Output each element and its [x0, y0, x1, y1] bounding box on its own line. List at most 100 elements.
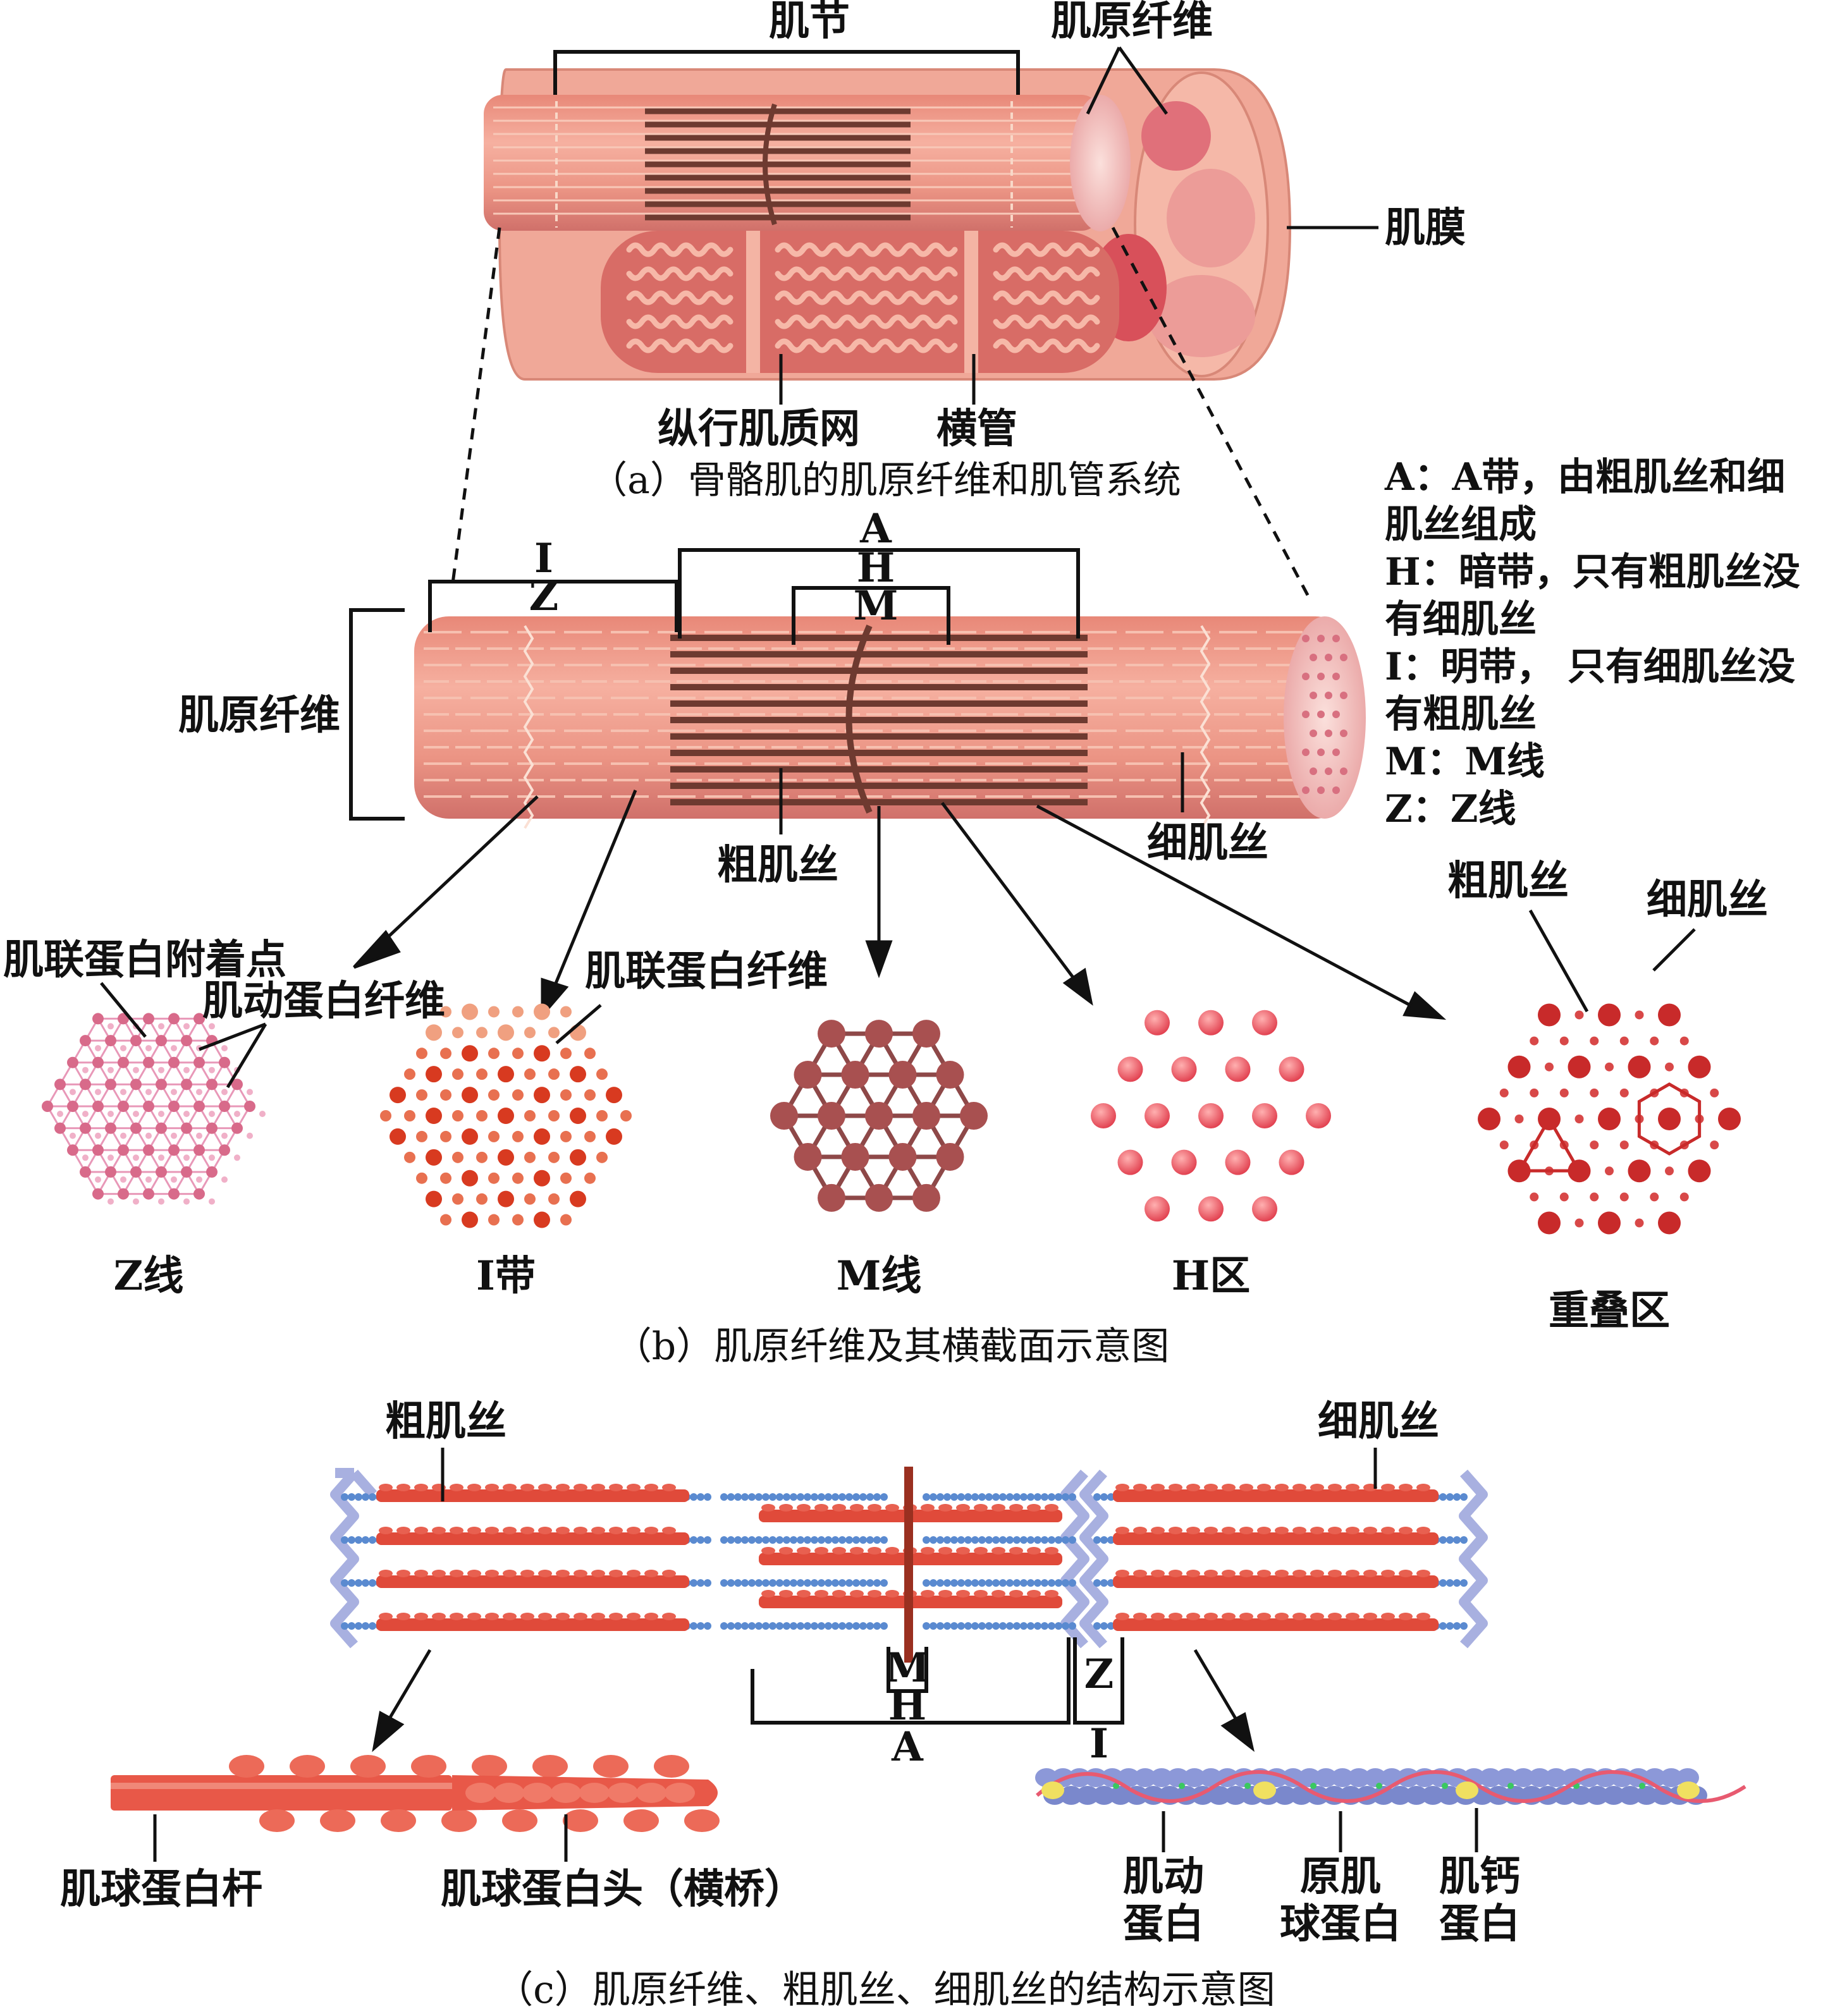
actin-bead: [1453, 1536, 1461, 1544]
actin-bead: [999, 1622, 1007, 1630]
m-node: [912, 1020, 940, 1048]
actin-bead: [992, 1622, 1000, 1630]
actin-bead: [1446, 1579, 1454, 1587]
myosin-head: [974, 1504, 988, 1512]
actin-monomer: [1364, 1768, 1387, 1787]
thin-filament-dot: [1574, 1115, 1584, 1123]
actin-bead: [1093, 1622, 1101, 1630]
i-band-dot: [416, 1130, 427, 1142]
i-band-dot: [560, 1048, 572, 1060]
actin-bead: [936, 1622, 944, 1630]
myosin-head: [1416, 1484, 1430, 1491]
i-band-dot: [560, 1006, 572, 1018]
myosin-head: [1204, 1570, 1218, 1577]
actin-bead: [741, 1493, 749, 1501]
end-dot: [1340, 654, 1347, 661]
actin-bead: [720, 1493, 728, 1501]
myosin-head: [1222, 1484, 1236, 1491]
actin-point: [145, 1045, 152, 1052]
myosin-head: [1346, 1527, 1359, 1534]
actin-bead: [1439, 1579, 1447, 1587]
i-band-dot: [512, 1006, 524, 1018]
z-node: [105, 1166, 116, 1178]
myosin-head: [520, 1613, 534, 1620]
actin-bead: [1041, 1536, 1048, 1544]
actin-bead: [880, 1579, 888, 1587]
actin-bead: [755, 1536, 763, 1544]
actin-bead: [790, 1536, 797, 1544]
actin-bead: [797, 1579, 804, 1587]
z-node: [67, 1144, 78, 1156]
actin-bead: [811, 1493, 818, 1501]
myosin-head: [627, 1570, 641, 1577]
i-band-dot: [452, 1068, 463, 1080]
actin-bead: [1006, 1493, 1014, 1501]
titin-fiber-pointer: [555, 1004, 602, 1044]
actin-point: [234, 1154, 240, 1161]
end-dot: [1332, 711, 1340, 718]
myosin-head: [556, 1484, 570, 1491]
m-label-c: M: [885, 1644, 930, 1692]
thick-filament-dot: [1718, 1108, 1741, 1130]
actin-bead: [873, 1493, 881, 1501]
myosin-filament: [1113, 1532, 1439, 1545]
myosin-head: [467, 1527, 481, 1534]
myosin-head: [1416, 1570, 1430, 1577]
i-band-dot: [488, 1006, 500, 1018]
actin-bead: [1055, 1493, 1062, 1501]
actin-bead: [852, 1536, 860, 1544]
myosin-head: [502, 1809, 537, 1832]
actin-point: [145, 1089, 152, 1096]
i-band-dot: [476, 1110, 488, 1121]
z-node: [181, 1122, 192, 1134]
actin-bead: [957, 1493, 965, 1501]
actin-bead: [1013, 1622, 1021, 1630]
actin-monomer: [1200, 1768, 1222, 1787]
actin-monomer: [1167, 1768, 1189, 1787]
m-node: [865, 1183, 893, 1212]
i-band-dot: [584, 1089, 596, 1101]
thick-filament-dot: [1279, 1149, 1304, 1175]
i-band-dot: [498, 1149, 514, 1166]
m-line-label: M: [854, 582, 899, 630]
binding-site: [1310, 1783, 1316, 1789]
myosin-head: [1381, 1527, 1395, 1534]
i-band-dot: [440, 1130, 451, 1142]
actin-bead: [1100, 1579, 1108, 1587]
myosin-head: [379, 1484, 393, 1491]
thick-filament-dot: [1688, 1055, 1711, 1078]
myosin-head: [761, 1590, 775, 1598]
myosin-head: [591, 1613, 605, 1620]
actin-bead: [1034, 1493, 1041, 1501]
actin-monomer: [1224, 1786, 1247, 1805]
z-node: [67, 1056, 78, 1068]
myosin-head: [1257, 1527, 1271, 1534]
myosin-head: [1328, 1613, 1342, 1620]
actin-point: [120, 1089, 126, 1096]
actin-point: [221, 1089, 228, 1096]
actin-bead: [762, 1579, 770, 1587]
thin-filament-dot: [1574, 1218, 1584, 1228]
actin-monomer: [1389, 1786, 1411, 1805]
z-line: [523, 625, 534, 829]
i-band-dot: [534, 1170, 550, 1187]
myosin-head: [1009, 1504, 1023, 1512]
actin-bead: [992, 1579, 1000, 1587]
end-dot: [1325, 654, 1332, 661]
actin-bead: [348, 1579, 355, 1587]
actin-bead: [369, 1493, 376, 1501]
i-band-dot: [584, 1172, 596, 1184]
actin-bead: [866, 1536, 874, 1544]
myosin-head: [1045, 1547, 1059, 1555]
myosin-head: [1186, 1613, 1200, 1620]
myosin-head: [662, 1570, 676, 1577]
z-disc: [1060, 1469, 1089, 1649]
myosin-head: [1133, 1484, 1147, 1491]
myosin-head: [556, 1527, 570, 1534]
z-node: [105, 1122, 116, 1134]
z-disc: [1459, 1469, 1488, 1649]
end-dot: [1332, 786, 1340, 794]
myosin-head: [814, 1547, 828, 1555]
myosin-head: [885, 1590, 899, 1598]
actin-bead: [873, 1622, 881, 1630]
